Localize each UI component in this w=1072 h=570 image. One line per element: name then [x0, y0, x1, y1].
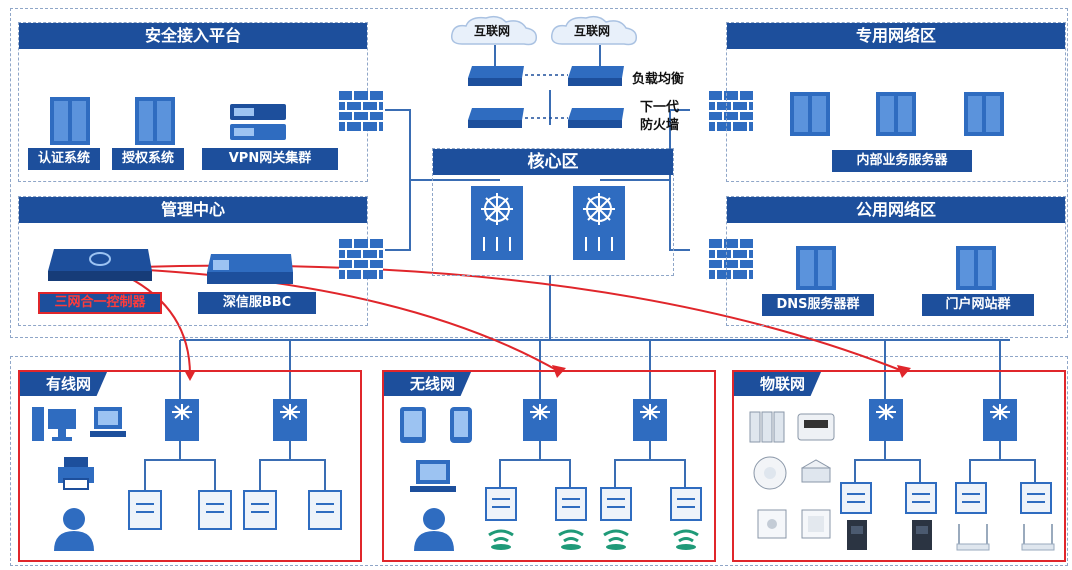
wired-network-title: 有线网 — [20, 372, 108, 396]
sensor-icon — [800, 459, 832, 483]
management-center-title: 管理中心 — [19, 197, 367, 223]
user-icon — [414, 508, 454, 551]
core-zone-title: 核心区 — [433, 149, 673, 175]
core-switch-icon — [573, 186, 625, 260]
firewall-icon — [709, 239, 753, 279]
internet-label: 互联网 — [574, 24, 611, 38]
server-icon — [790, 92, 830, 136]
ngfw-device-icon — [568, 108, 624, 128]
bbc-label: 深信服BBC — [198, 292, 316, 314]
bbc-device-icon — [207, 254, 293, 284]
access-switch-icon — [983, 399, 1017, 441]
controller-label: 三网合一控制器 — [38, 292, 162, 314]
auth-system-label: 认证系统 — [28, 148, 100, 170]
portal-server-icon — [956, 246, 996, 290]
poe-switch-icon — [555, 487, 587, 521]
access-switch-icon — [633, 399, 667, 441]
poe-switch-icon — [670, 487, 702, 521]
wireless-router-icon — [956, 524, 990, 551]
socket-icon — [757, 509, 787, 539]
firewall-icon — [339, 239, 383, 279]
internal-servers-label: 内部业务服务器 — [832, 150, 972, 172]
wifi-ap-icon — [673, 529, 699, 550]
edge-switch-icon — [308, 490, 342, 530]
poe-switch-icon — [840, 482, 872, 514]
phone-icon — [450, 407, 472, 443]
iot-network-zone: 物联网 — [732, 370, 1066, 562]
smoke-detector-icon — [753, 456, 787, 490]
ngfw-device-icon — [468, 108, 524, 128]
security-platform-zone: 安全接入平台 — [18, 22, 368, 182]
iot-network-title: 物联网 — [734, 372, 822, 396]
desktop-icon — [32, 407, 76, 441]
internet-cloud-icon — [550, 15, 638, 46]
iot-gateway-icon — [847, 520, 867, 550]
server-icon — [876, 92, 916, 136]
laptop-icon — [410, 460, 456, 492]
private-zone-title: 专用网络区 — [727, 23, 1065, 49]
edge-switch-icon — [198, 490, 232, 530]
internet-label: 互联网 — [474, 24, 511, 38]
server-icon — [964, 92, 1004, 136]
poe-switch-icon — [905, 482, 937, 514]
access-switch-icon — [273, 399, 307, 441]
security-platform-title: 安全接入平台 — [19, 23, 367, 49]
poe-switch-icon — [485, 487, 517, 521]
core-zone: 核心区 — [432, 148, 674, 276]
private-network-zone: 专用网络区 — [726, 22, 1066, 182]
access-switch-icon — [165, 399, 199, 441]
vpn-gateway-icon — [230, 104, 286, 140]
wireless-network-zone: 无线网 — [382, 370, 716, 562]
internet-cloud-icon — [450, 15, 538, 46]
wifi-ap-icon — [488, 529, 514, 550]
access-switch-icon — [869, 399, 903, 441]
auth-server-icon — [50, 97, 90, 145]
vpn-cluster-label: VPN网关集群 — [202, 148, 338, 170]
ngfw-label-line1: 下一代 — [640, 100, 680, 115]
authz-system-label: 授权系统 — [112, 148, 184, 170]
wireless-router-icon — [1021, 524, 1055, 551]
firewall-icon — [709, 91, 753, 131]
meter-icon — [797, 413, 835, 441]
panel-icon — [801, 509, 831, 539]
load-balancer-icon — [568, 66, 624, 86]
load-balance-label: 负载均衡 — [632, 72, 685, 87]
edge-switch-icon — [243, 490, 277, 530]
printer-icon — [58, 457, 94, 490]
wifi-ap-icon — [603, 529, 629, 550]
poe-switch-icon — [1020, 482, 1052, 514]
tablet-icon — [400, 407, 426, 443]
core-switch-icon — [471, 186, 523, 260]
authz-server-icon — [135, 97, 175, 145]
access-switch-icon — [523, 399, 557, 441]
wifi-ap-icon — [558, 529, 584, 550]
user-icon — [54, 508, 94, 551]
controller-icon — [48, 249, 152, 281]
laptop-icon — [90, 407, 126, 437]
dns-server-icon — [796, 246, 836, 290]
top-region — [10, 8, 1068, 338]
public-zone-title: 公用网络区 — [727, 197, 1065, 223]
poe-switch-icon — [955, 482, 987, 514]
poe-switch-icon — [600, 487, 632, 521]
public-network-zone: 公用网络区 — [726, 196, 1066, 326]
breaker-icon — [749, 411, 785, 443]
load-balancer-icon — [468, 66, 524, 86]
dns-cluster-label: DNS服务器群 — [762, 294, 874, 316]
ngfw-label-line2: 防火墙 — [640, 118, 680, 133]
wireless-network-title: 无线网 — [384, 372, 472, 396]
edge-switch-icon — [128, 490, 162, 530]
firewall-icon — [339, 91, 383, 131]
management-center-zone: 管理中心 — [18, 196, 368, 326]
portal-cluster-label: 门户网站群 — [922, 294, 1034, 316]
wired-network-zone: 有线网 — [18, 370, 362, 562]
iot-gateway-icon — [912, 520, 932, 550]
